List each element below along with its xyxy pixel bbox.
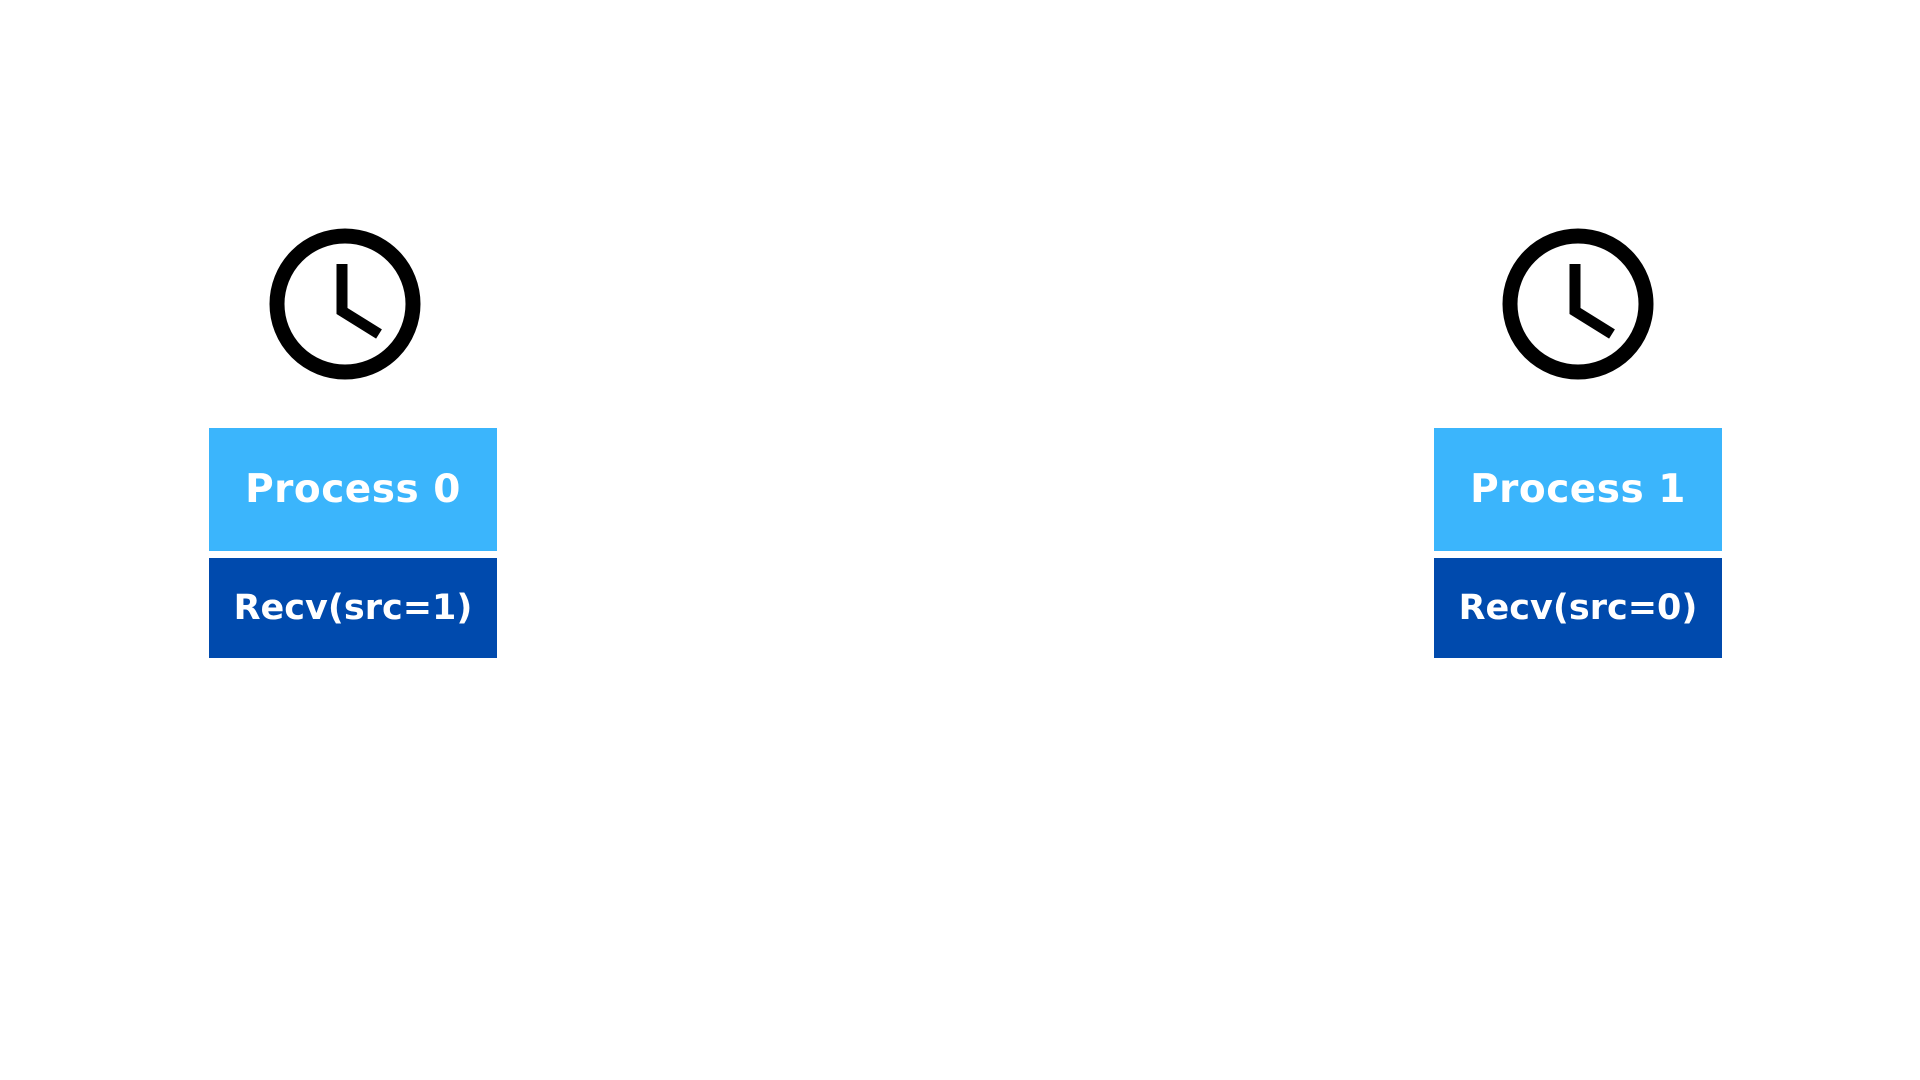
process-0-group: Process 0 Recv(src=1) — [209, 228, 497, 658]
process-name-label: Process 0 — [245, 467, 461, 512]
operation-label: Recv(src=0) — [1458, 588, 1698, 628]
process-name-box: Process 0 — [209, 428, 497, 551]
process-name-box: Process 1 — [1434, 428, 1722, 551]
clock-icon — [269, 228, 421, 380]
operation-box: Recv(src=1) — [209, 558, 497, 658]
process-name-label: Process 1 — [1470, 467, 1686, 512]
operation-box: Recv(src=0) — [1434, 558, 1722, 658]
process-1-group: Process 1 Recv(src=0) — [1434, 228, 1722, 658]
clock-icon — [1502, 228, 1654, 380]
operation-label: Recv(src=1) — [233, 588, 473, 628]
